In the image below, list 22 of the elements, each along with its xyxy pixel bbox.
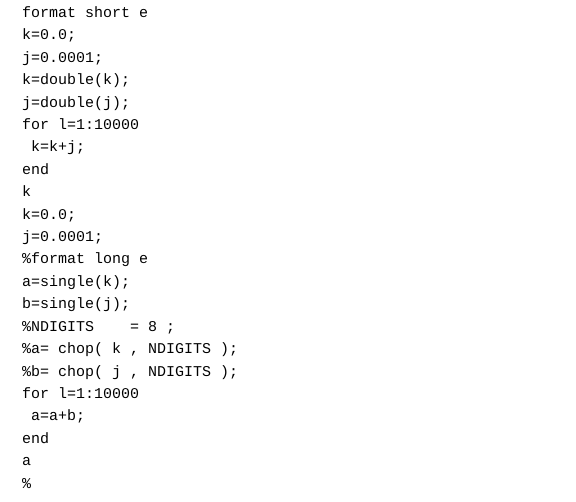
code-line: a=a+b;: [30, 407, 86, 428]
code-line: %b= chop( j , NDIGITS );: [22, 362, 238, 382]
code-line: format short e: [22, 4, 148, 24]
code-line: end: [22, 430, 50, 450]
code-line: %format long e: [22, 250, 148, 270]
code-line: a: [22, 452, 32, 472]
code-line: for l=1:10000: [22, 116, 140, 136]
code-line: k: [22, 183, 32, 204]
code-line: b=single(j);: [22, 295, 130, 316]
code-line: k=double(k);: [22, 71, 130, 92]
code-line: j=0.0001;: [22, 48, 104, 69]
code-line: j=double(j);: [22, 94, 130, 114]
code-line: k=k+j;: [30, 138, 86, 158]
code-line: end: [22, 160, 50, 181]
code-line: %NDIGITS = 8 ;: [22, 318, 176, 338]
code-line: k=0.0;: [22, 26, 76, 46]
code-line: %a= chop( k , NDIGITS );: [22, 340, 238, 360]
code-line: %: [22, 474, 32, 495]
code-line: for l=1:10000: [22, 384, 140, 405]
code-line: a=single(k);: [22, 272, 130, 293]
code-line: k=0.0;: [22, 206, 76, 226]
code-line: j=0.0001;: [22, 228, 104, 248]
